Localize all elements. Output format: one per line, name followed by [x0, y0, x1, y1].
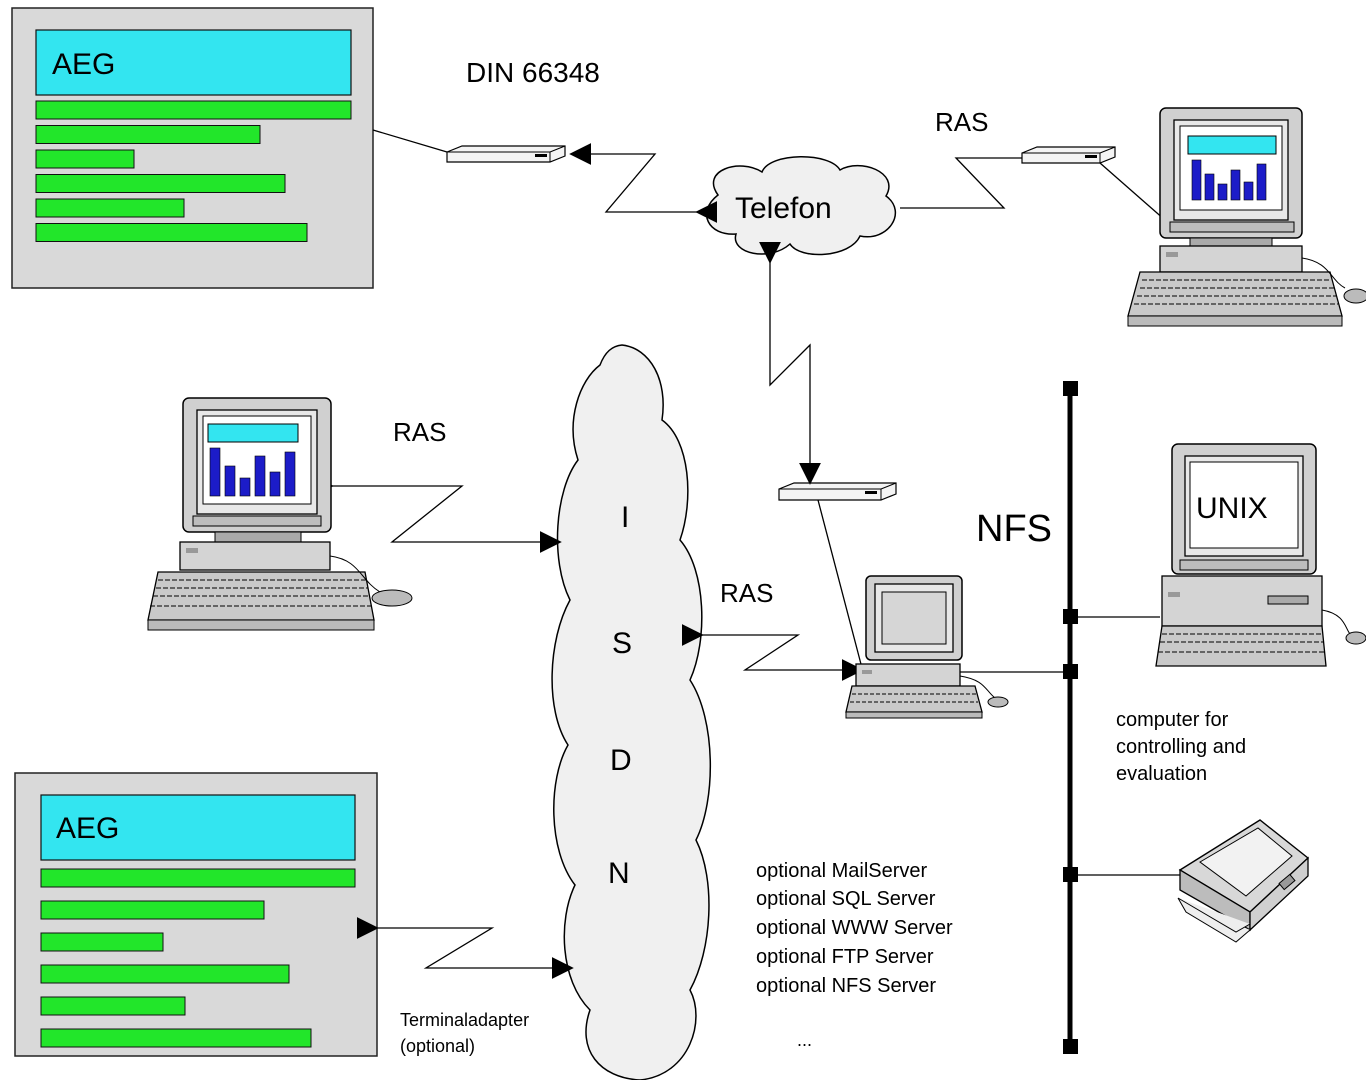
- screen-chart-bar: [1256, 163, 1267, 201]
- isdn-letter: N: [608, 857, 630, 890]
- chart-bars-left: [209, 447, 296, 497]
- computer-icon-middle: [845, 575, 1009, 719]
- computer-icon-top-right: [1127, 107, 1366, 327]
- ras-label-top: RAS: [935, 107, 988, 137]
- aeg-header-top: [35, 29, 352, 96]
- modem-icon: [1021, 146, 1116, 164]
- unix-label: UNIX: [1196, 492, 1268, 525]
- screen-chart-bar: [1230, 169, 1241, 201]
- terminal-adapter-line: Terminaladapter: [400, 1010, 529, 1030]
- computer-icon-unix: UNIX: [1155, 443, 1366, 667]
- aeg-title-bottom: AEG: [56, 812, 119, 845]
- printer-icon: [1177, 819, 1310, 943]
- level-bar: [40, 1028, 312, 1048]
- level-bar: [35, 100, 352, 120]
- modem-icon: [778, 482, 897, 501]
- level-bar: [40, 964, 290, 984]
- computer-description: computer for controlling and evaluation: [1116, 709, 1246, 785]
- aeg-bars-bottom: [40, 868, 356, 1048]
- computer-description-line: controlling and: [1116, 736, 1246, 758]
- aeg-bars-top: [35, 100, 352, 242]
- nfs-label: NFS: [976, 508, 1052, 550]
- screen-chart-bar: [269, 471, 281, 497]
- computer-description-line: computer for: [1116, 709, 1229, 731]
- terminal-adapter-label: Terminaladapter (optional): [400, 1010, 529, 1056]
- level-bar: [40, 932, 164, 952]
- server-list-item: optional SQL Server: [756, 888, 936, 910]
- level-bar: [35, 125, 261, 144]
- server-list-item: optional FTP Server: [756, 946, 934, 968]
- isdn-letter: I: [621, 501, 629, 534]
- screen-chart-bar: [224, 465, 236, 497]
- level-bar: [35, 223, 308, 242]
- screen-chart-bar: [1204, 173, 1215, 201]
- terminal-adapter-line: (optional): [400, 1036, 475, 1056]
- computer-icon-left: [147, 397, 413, 631]
- level-bar: [40, 996, 186, 1016]
- connections: [311, 129, 1180, 979]
- level-bar: [40, 900, 265, 920]
- screen-chart-bar: [1191, 159, 1202, 201]
- modem-icon: [446, 145, 566, 163]
- level-bar: [40, 868, 356, 888]
- ras-label-left: RAS: [393, 417, 446, 447]
- aeg-panel-bottom: AEG: [14, 772, 378, 1057]
- isdn-letter: S: [612, 627, 632, 660]
- aeg-panel-top: AEG: [11, 7, 374, 289]
- ras-label-middle: RAS: [720, 578, 773, 608]
- level-bar: [35, 174, 286, 193]
- isdn-letter: D: [610, 744, 632, 777]
- screen-chart-bar: [209, 447, 221, 497]
- telefon-cloud: Telefon: [706, 156, 897, 256]
- screen-chart-bar: [1217, 183, 1228, 201]
- aeg-header-bottom: [40, 794, 356, 861]
- chart-bars-top-right: [1191, 159, 1267, 201]
- level-bar: [35, 198, 185, 218]
- level-bar: [35, 149, 135, 169]
- screen-chart-bar: [254, 455, 266, 497]
- computer-description-line: evaluation: [1116, 763, 1207, 785]
- screen-chart-bar: [1243, 181, 1254, 201]
- server-list-item: optional WWW Server: [756, 917, 953, 939]
- ellipsis-label: ...: [797, 1030, 812, 1050]
- server-list-item: optional NFS Server: [756, 975, 936, 997]
- din-label: DIN 66348: [466, 57, 600, 88]
- isdn-cloud: I S D N: [551, 344, 711, 1080]
- screen-chart-bar: [239, 477, 251, 497]
- screen-chart-bar: [284, 451, 296, 497]
- nfs-bus: [1063, 381, 1078, 1054]
- server-list-item: optional MailServer: [756, 860, 928, 882]
- aeg-title-top: AEG: [52, 48, 115, 81]
- telefon-label: Telefon: [735, 192, 832, 225]
- server-list: optional MailServer optional SQL Server …: [756, 860, 953, 997]
